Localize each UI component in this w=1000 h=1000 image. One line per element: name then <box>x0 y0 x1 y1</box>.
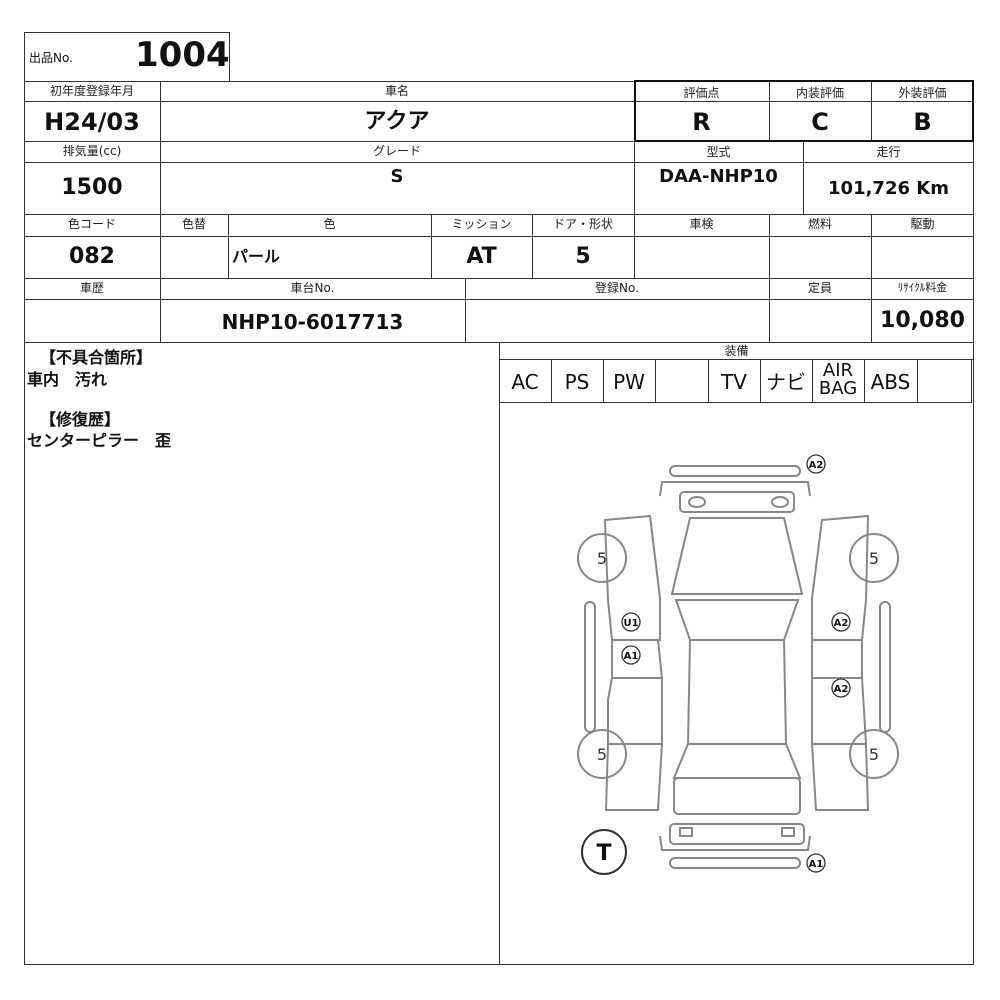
grid-line <box>871 278 872 343</box>
car-damage-diagram: 5 5 5 5 T A2 U1 A1 A2 A2 A1 <box>577 454 899 875</box>
grid-line <box>803 141 804 215</box>
fuel-label: 燃料 <box>807 217 832 231</box>
mark-rear-bumper: A1 <box>809 859 824 870</box>
interior-grade-value: C <box>811 108 829 136</box>
grid-line <box>769 214 770 279</box>
grid-line <box>634 214 635 279</box>
color-code-value: 082 <box>69 244 115 269</box>
equipment-airbag: AIR BAG <box>818 360 858 399</box>
mark-right-rear-door: A2 <box>834 684 849 695</box>
transmission-value: AT <box>466 244 497 269</box>
mark-left-front-door: U1 <box>623 618 638 629</box>
equipment-label: 装備 <box>724 344 749 358</box>
grid-line <box>160 278 161 343</box>
recycle-fee-label: ﾘｻｲｸﾙ料金 <box>897 281 948 294</box>
car-name-label: 車名 <box>384 84 409 98</box>
displacement-value: 1500 <box>61 175 123 200</box>
seating-capacity-label: 定員 <box>807 281 832 295</box>
grid-line <box>24 162 974 163</box>
grid-line <box>532 214 533 279</box>
listing-number-box: 出品No. 1004 <box>24 32 230 82</box>
grid-line <box>871 214 872 279</box>
grid-line <box>24 278 974 279</box>
grid-line <box>431 214 432 279</box>
registration-date-label: 初年度登録年月 <box>49 84 134 98</box>
grid-line <box>24 236 974 237</box>
grid-line <box>769 278 770 343</box>
model-code-label: 型式 <box>706 145 731 159</box>
equipment-pw: PW <box>613 370 645 394</box>
mileage-label: 走行 <box>876 145 901 159</box>
equipment-navi: ナビ <box>766 370 806 394</box>
grid-line <box>24 141 974 142</box>
repair-history-heading: 【修復歴】 <box>40 410 121 429</box>
chassis-number-value: NHP10-6017713 <box>221 310 404 334</box>
vehicle-history-label: 車歴 <box>79 281 104 295</box>
chassis-number-label: 車台No. <box>290 281 335 295</box>
car-name-value: アクア <box>364 109 430 134</box>
tire-rear-right: 5 <box>869 745 879 764</box>
exterior-grade-label: 外装評価 <box>898 86 947 100</box>
tire-front-right: 5 <box>869 549 879 568</box>
mark-right-front-door: A2 <box>834 618 849 629</box>
score-box <box>634 80 974 142</box>
equipment-abs: ABS <box>870 370 911 394</box>
tire-rear-left: 5 <box>597 745 607 764</box>
repair-history-text: センターピラー 歪 <box>27 431 172 450</box>
score-value: R <box>692 108 711 136</box>
grid-line <box>871 81 872 142</box>
grid-line <box>160 214 161 279</box>
grid-line <box>24 214 974 215</box>
grid-line <box>228 214 229 279</box>
grade-value: S <box>390 166 404 187</box>
grid-line <box>769 81 770 142</box>
grid-line <box>634 141 635 215</box>
color-code-label: 色コード <box>67 217 116 231</box>
defects-heading: 【不具合箇所】 <box>40 348 153 367</box>
grid-line <box>465 278 466 343</box>
inspection-label: 車検 <box>689 217 714 231</box>
registration-date-value: H24/03 <box>44 108 140 136</box>
exterior-grade-value: B <box>913 108 932 136</box>
color-value: パール <box>232 247 281 266</box>
tire-front-left: 5 <box>597 549 607 568</box>
score-label: 評価点 <box>683 86 720 100</box>
grid-line <box>499 359 974 360</box>
listing-number-label: 出品No. <box>29 51 73 65</box>
registration-number-label: 登録No. <box>595 281 639 295</box>
listing-number-value: 1004 <box>135 35 230 75</box>
mark-front-bumper: A2 <box>809 460 824 471</box>
grid-line <box>160 81 161 142</box>
grid-line <box>160 141 161 215</box>
transmission-label: ミッション <box>451 217 512 231</box>
grade-label: グレード <box>372 144 421 158</box>
displacement-label: 排気量(cc) <box>62 144 122 158</box>
mileage-value: 101,726 Km <box>828 178 949 199</box>
interior-grade-label: 内装評価 <box>795 86 844 100</box>
mark-left-rear-door: A1 <box>624 651 639 662</box>
defects-text: 車内 汚れ <box>27 370 108 389</box>
spare-tire-mark: T <box>596 841 611 866</box>
door-shape-label: ドア・形状 <box>552 217 613 231</box>
equipment-ac: AC <box>511 370 539 394</box>
equipment-tv: TV <box>721 370 747 394</box>
color-label: 色 <box>323 217 336 231</box>
grid-line <box>499 342 500 965</box>
model-code-value: DAA-NHP10 <box>659 166 778 187</box>
recycle-fee-value: 10,080 <box>880 308 965 333</box>
repaint-label: 色替 <box>181 217 206 231</box>
drive-label: 駆動 <box>910 217 935 231</box>
grid-line <box>24 299 974 300</box>
door-shape-value: 5 <box>575 244 591 269</box>
equipment-ps: PS <box>564 370 590 394</box>
grid-line <box>24 101 974 102</box>
equipment-table: AC PS PW TV ナビ AIR BAG ABS <box>499 360 972 403</box>
